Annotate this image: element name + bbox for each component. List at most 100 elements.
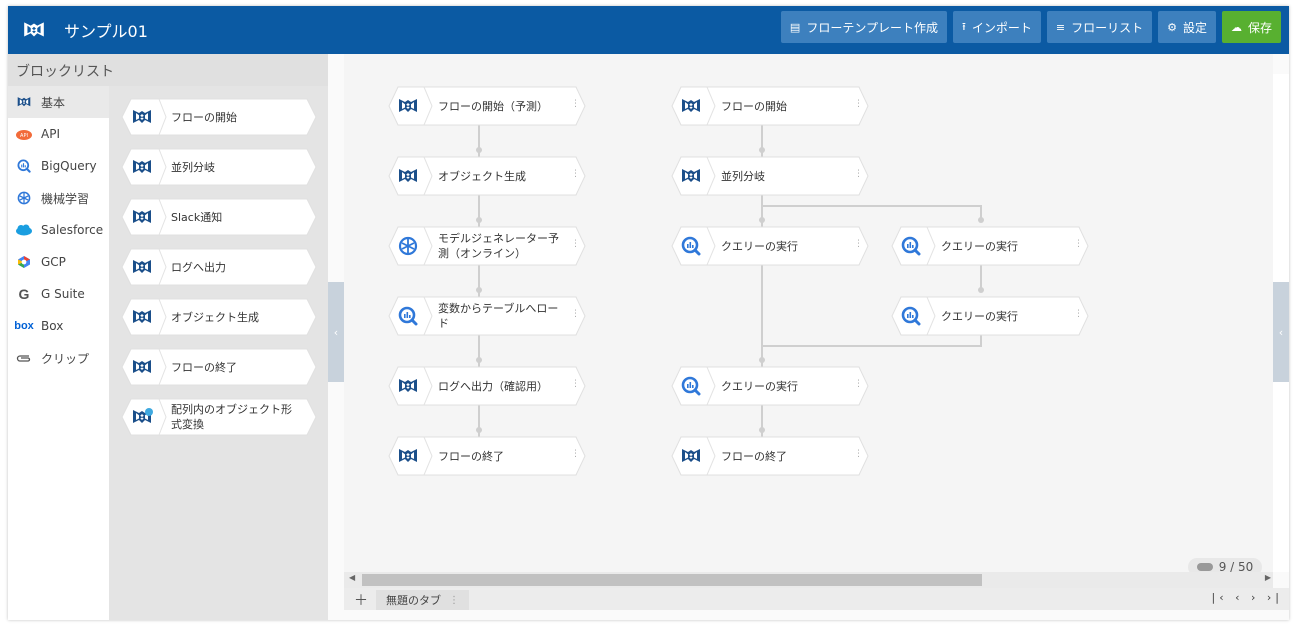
flow-node[interactable]: フローの開始（予測） ⋮ <box>388 86 586 126</box>
node-menu-icon[interactable]: ⋮ <box>571 449 580 459</box>
horizontal-scrollbar[interactable]: ◀ ▶ <box>344 572 1273 588</box>
tab-untitled[interactable]: 無題のタブ ⋮ <box>376 590 469 610</box>
flow-title[interactable]: サンプル01 <box>64 22 148 41</box>
magic-block-icon <box>397 96 419 116</box>
scroll-right-arrow-icon[interactable]: ▶ <box>1264 573 1271 582</box>
node-menu-icon[interactable]: ⋮ <box>1074 309 1083 319</box>
flow-node[interactable]: フローの終了 ⋮ <box>671 436 869 476</box>
node-menu-icon[interactable]: ⋮ <box>854 239 863 249</box>
palette-block-create-object[interactable]: オブジェクト生成 <box>121 298 317 336</box>
flow-node[interactable]: クエリーの実行 ⋮ <box>671 226 869 266</box>
magic-block-icon <box>397 446 419 466</box>
tab-menu-icon[interactable]: ⋮ <box>449 594 459 606</box>
flow-node[interactable]: クエリーの実行 ⋮ <box>891 296 1089 336</box>
flow-node[interactable]: ログへ出力（確認用） ⋮ <box>388 366 586 406</box>
tab-bar: ＋ 無題のタブ ⋮ |‹ ‹ › ›| <box>344 588 1289 610</box>
brain-icon <box>397 236 419 256</box>
tab-navigation[interactable]: |‹ ‹ › ›| <box>1211 591 1283 604</box>
flow-node[interactable]: フローの終了 ⋮ <box>388 436 586 476</box>
flow-node[interactable]: クエリーの実行 ⋮ <box>671 366 869 406</box>
node-menu-icon[interactable]: ⋮ <box>854 169 863 179</box>
block-palette: フローの開始 並列分岐 Slack通知 ログへ出力 オブジェクト生成 フローの終… <box>109 86 328 620</box>
palette-block-slack-notify[interactable]: Slack通知 <box>121 198 317 236</box>
node-menu-icon[interactable]: ⋮ <box>571 169 580 179</box>
block-shape <box>121 348 317 386</box>
node-menu-icon[interactable]: ⋮ <box>571 309 580 319</box>
category-box[interactable]: box Box <box>8 310 109 342</box>
flow-list-label: フローリスト <box>1071 20 1144 35</box>
block-shape <box>121 98 317 136</box>
magic-block-icon <box>131 307 153 327</box>
block-label: 並列分岐 <box>171 160 215 174</box>
list-icon: ≡ <box>1055 20 1066 34</box>
magic-block-icon <box>397 166 419 186</box>
block-label: フローの開始 <box>171 110 237 124</box>
collapse-left-panel-handle[interactable]: ‹ <box>328 282 344 382</box>
category-bigquery[interactable]: BigQuery <box>8 150 109 182</box>
magic-block-icon <box>131 257 153 277</box>
palette-block-log-output[interactable]: ログへ出力 <box>121 248 317 286</box>
flow-node[interactable]: モデルジェネレーター予測（オンライン） ⋮ <box>388 226 586 266</box>
node-menu-icon[interactable]: ⋮ <box>1074 239 1083 249</box>
node-menu-icon[interactable]: ⋮ <box>854 99 863 109</box>
scrollbar-thumb[interactable] <box>362 574 982 586</box>
category-gcp[interactable]: GCP <box>8 246 109 278</box>
node-menu-icon[interactable]: ⋮ <box>571 379 580 389</box>
app-logo-icon <box>24 22 44 37</box>
import-label: インポート <box>971 20 1032 35</box>
api-icon: API <box>15 127 33 141</box>
magic-block-icon <box>680 96 702 116</box>
settings-button[interactable]: ⚙ 設定 <box>1158 11 1216 43</box>
template-icon: ▤ <box>789 20 801 34</box>
category-label: 機械学習 <box>41 191 90 206</box>
category-ml[interactable]: 機械学習 <box>8 182 109 214</box>
upload-icon: ⭱ <box>961 19 966 33</box>
node-label: モデルジェネレーター予測（オンライン） <box>438 232 559 260</box>
node-menu-icon[interactable]: ⋮ <box>571 239 580 249</box>
flow-list-button[interactable]: ≡ フローリスト <box>1046 11 1153 43</box>
flow-node[interactable]: オブジェクト生成 ⋮ <box>388 156 586 196</box>
collapse-right-panel-handle[interactable]: ‹ <box>1273 282 1289 382</box>
node-label: 並列分岐 <box>721 169 765 183</box>
save-button[interactable]: ☁ 保存 <box>1221 11 1281 43</box>
palette-block-flow-end[interactable]: フローの終了 <box>121 348 317 386</box>
node-shape <box>671 156 869 196</box>
category-clip[interactable]: クリップ <box>8 342 109 374</box>
flow-node[interactable]: クエリーの実行 ⋮ <box>891 226 1089 266</box>
node-menu-icon[interactable]: ⋮ <box>854 379 863 389</box>
magic-block-icon <box>131 107 153 127</box>
paperclip-icon <box>15 351 33 365</box>
flow-node[interactable]: フローの開始 ⋮ <box>671 86 869 126</box>
palette-block-flow-start[interactable]: フローの開始 <box>121 98 317 136</box>
import-button[interactable]: ⭱ インポート <box>952 11 1041 43</box>
node-menu-icon[interactable]: ⋮ <box>854 449 863 459</box>
flow-canvas[interactable]: フローの開始（予測） ⋮ オブジェクト生成 ⋮ モデルジェネレーター予測（オンラ… <box>344 54 1273 574</box>
magic-block-icon <box>131 207 153 227</box>
category-label: BigQuery <box>41 159 97 173</box>
node-shape <box>388 436 586 476</box>
category-g-suite[interactable]: G G Suite <box>8 278 109 310</box>
node-menu-icon[interactable]: ⋮ <box>571 99 580 109</box>
flow-node[interactable]: 変数からテーブルへロード ⋮ <box>388 296 586 336</box>
cloud-upload-icon: ☁ <box>1230 20 1242 34</box>
create-template-button[interactable]: ▤ フローテンプレート作成 <box>780 11 947 43</box>
category-api[interactable]: API API <box>8 118 109 150</box>
category-salesforce[interactable]: Salesforce <box>8 214 109 246</box>
bigquery-icon <box>900 236 922 256</box>
node-shape <box>671 86 869 126</box>
node-shape <box>671 226 869 266</box>
chevron-left-icon: ‹ <box>333 325 339 339</box>
brain-icon <box>15 191 33 205</box>
flow-node[interactable]: 並列分岐 ⋮ <box>671 156 869 196</box>
category-label: クリップ <box>41 351 90 366</box>
add-tab-button[interactable]: ＋ <box>354 593 368 609</box>
magic-block-icon <box>131 408 153 427</box>
palette-block-array-object-convert[interactable]: 配列内のオブジェクト形式変換 <box>121 398 317 436</box>
bigquery-icon <box>900 306 922 326</box>
gcp-icon <box>15 255 33 269</box>
palette-block-parallel-branch[interactable]: 並列分岐 <box>121 148 317 186</box>
chevron-left-icon: ‹ <box>1278 325 1284 339</box>
category-basic[interactable]: 基本 <box>8 86 109 118</box>
magic-block-icon <box>397 376 419 396</box>
scroll-left-arrow-icon[interactable]: ◀ <box>349 573 356 582</box>
